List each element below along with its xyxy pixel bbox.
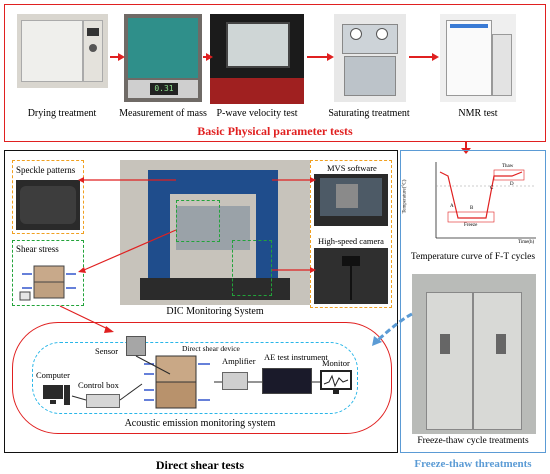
step-label-nmr: NMR test (458, 108, 498, 119)
step-label-mass: Measurement of mass (119, 108, 207, 119)
step-label-pwave: P-wave velocity test (216, 108, 298, 119)
ae-control-box-label: Control box (78, 380, 119, 390)
ft-thaw-label: Thaw (502, 164, 514, 169)
arrow-saturating-to-nmr (409, 53, 439, 61)
drying-oven-photo (17, 14, 108, 88)
shear-stress-box (12, 240, 84, 306)
ae-sensor-label: Sensor (95, 346, 119, 356)
ae-amplifier-label: Amplifier (222, 356, 256, 366)
speckle-label: Speckle patterns (16, 165, 76, 175)
ae-inner-dashed (32, 342, 358, 414)
ft-curve-chart: Temperature(°C) Time(h) Thaw Freeze A B … (402, 156, 540, 248)
step-label-saturating: Saturating treatment (328, 108, 410, 119)
ae-specimen-diagram (142, 354, 214, 410)
direct-shear-panel (4, 150, 398, 453)
high-speed-camera-photo (314, 248, 388, 304)
mass-scale-photo: 0.31 (124, 14, 202, 102)
basic-tests-panel (4, 4, 546, 142)
speckle-photo (16, 180, 80, 230)
monitor-icon (320, 370, 352, 396)
step-label-drying: Drying treatment (27, 108, 97, 119)
ft-seg-b: B (470, 206, 474, 211)
freeze-thaw-panel (400, 150, 546, 453)
freeze-thaw-title: Freeze-thaw threatments (414, 458, 532, 470)
ft-curve-caption: Temperature curve of F-T cycles (410, 252, 536, 262)
arrow-drying-to-mass (110, 53, 125, 61)
mvs-camera-box (310, 160, 392, 308)
camera-focus-box (232, 240, 272, 296)
mvs-label: MVS software (327, 163, 377, 173)
ae-computer-label: Computer (36, 370, 70, 380)
dic-title: DIC Monitoring System (166, 306, 264, 317)
nmr-photo (440, 14, 516, 102)
ae-system-panel (12, 322, 392, 434)
ft-seg-c: C (490, 186, 494, 191)
ae-monitor-label: Monitor (322, 358, 350, 368)
shear-stress-label: Shear stress (16, 244, 59, 254)
amplifier-icon (222, 372, 248, 390)
ft-chamber-photo (412, 274, 536, 434)
computer-icon (42, 384, 72, 406)
ae-instrument-label: AE test instrument (264, 352, 328, 362)
speckle-box (12, 160, 84, 234)
ft-xlabel: Time(h) (518, 240, 535, 245)
sensor-icon (126, 336, 146, 356)
scale-display: 0.31 (150, 83, 178, 95)
mvs-photo (314, 174, 388, 226)
ft-seg-a: A (450, 204, 454, 209)
shear-machine-photo (120, 160, 310, 305)
saturating-photo (334, 14, 406, 102)
camera-label: High-speed camera (318, 236, 384, 246)
ft-freeze-label: Freeze (464, 223, 478, 228)
direct-shear-title: Direct shear tests (155, 458, 245, 472)
arrow-pwave-to-saturating (307, 53, 334, 61)
p-wave-photo (210, 14, 304, 104)
ft-chamber-caption: Freeze-thaw cycle treatments (417, 436, 529, 446)
shear-stress-diagram (18, 258, 78, 302)
ft-seg-d: D (510, 182, 514, 187)
control-box-icon (86, 394, 120, 408)
arrow-basic-to-freeze-thaw (465, 142, 467, 150)
arrow-mass-to-pwave (203, 53, 213, 61)
basic-tests-title: Basic Physical parameter tests (197, 124, 353, 138)
specimen-focus-box (176, 200, 220, 242)
ae-title: Acoustic emission monitoring system (124, 418, 276, 429)
ae-instrument-icon (262, 368, 312, 394)
ae-direct-shear-label: Direct shear device (182, 344, 240, 353)
